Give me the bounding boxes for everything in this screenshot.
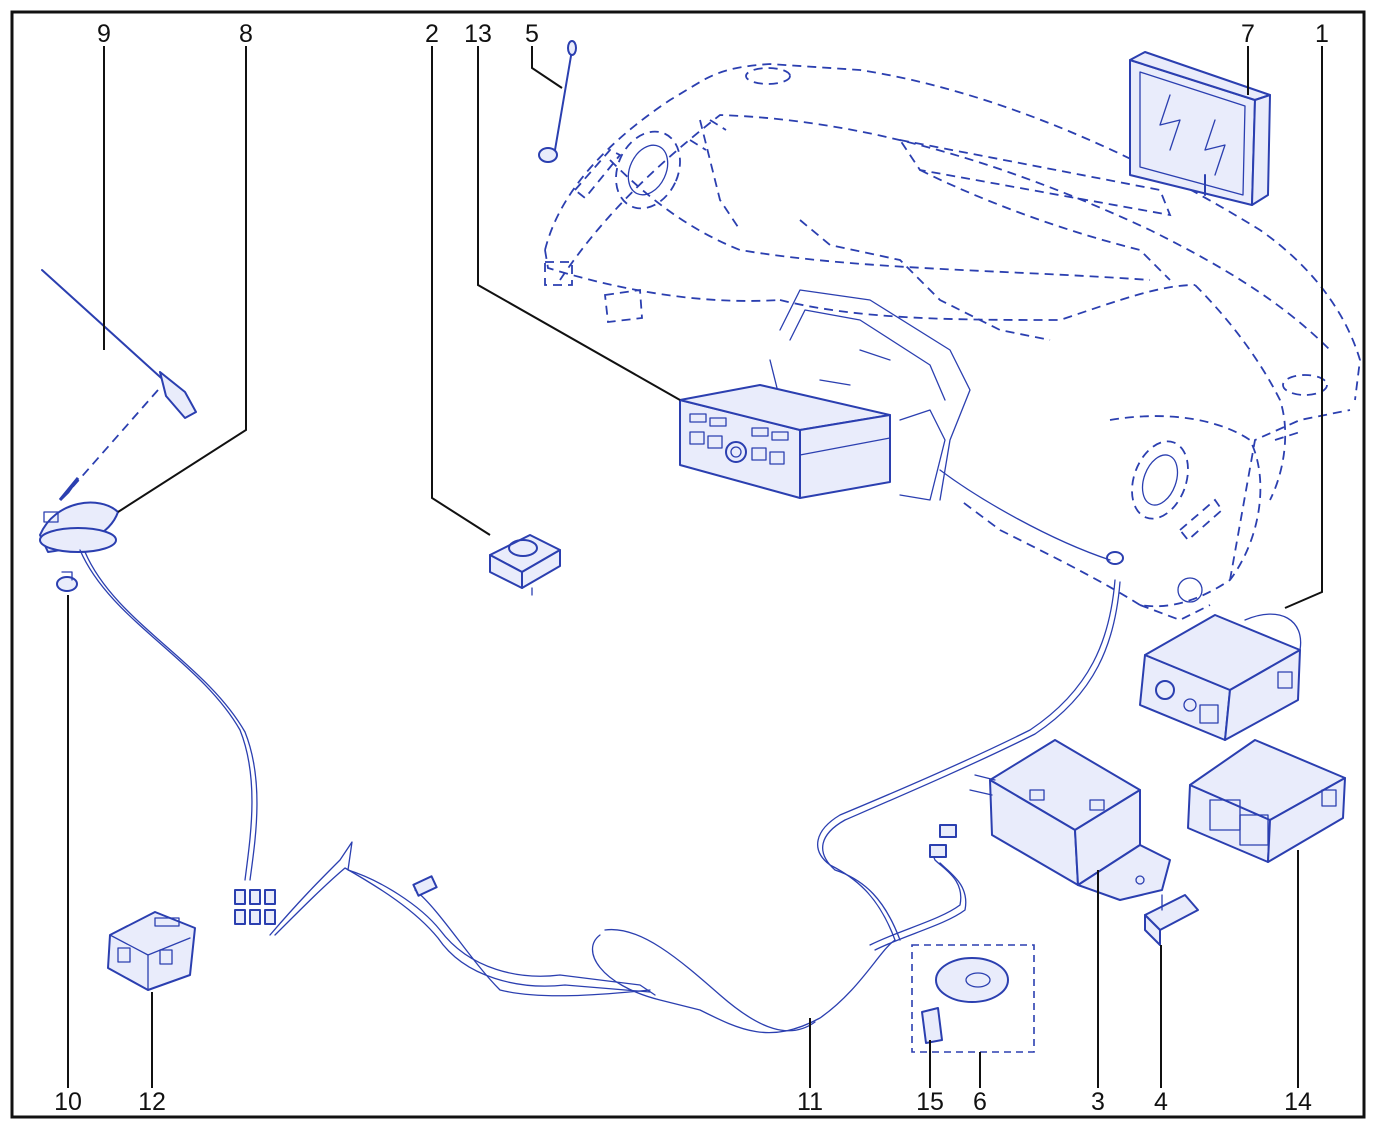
callout-13: 13 [464,20,492,48]
media-kit-box [911,944,1035,1053]
callout-11: 11 [797,1088,823,1116]
antenna-base [39,501,119,553]
antenna-rod [41,269,197,419]
wiring-harness [79,469,1121,1034]
electronic-module [1187,739,1346,863]
callout-1: 1 [1315,20,1329,48]
diagram-frame [10,10,1366,1119]
callout-3: 3 [1091,1088,1105,1116]
callout-5: 5 [525,20,539,48]
antenna-arrow-head [58,477,80,502]
callout-12: 12 [138,1088,166,1116]
control-knob-module [489,534,561,596]
callout-10: 10 [54,1088,82,1116]
sensor-cable [538,40,577,163]
small-bracket [1144,894,1199,946]
cd-disc-icon [935,957,1009,1003]
cd-unit [1139,613,1302,741]
callout-2: 2 [425,20,439,48]
sd-card-icon [921,1007,943,1044]
callout-7: 7 [1241,20,1255,48]
antenna-fit-arrow [69,389,159,491]
antenna-nut [56,571,78,592]
radio-head-unit [679,384,891,499]
dashboard-outline [544,63,1361,621]
callout-6: 6 [973,1088,987,1116]
callout-9: 9 [97,20,111,48]
mounting-bracket [969,739,1171,901]
display-screen [1129,51,1271,206]
media-kit [911,944,1035,1053]
callout-14: 14 [1284,1088,1312,1116]
callout-8: 8 [239,20,253,48]
harness-connector-block [234,889,276,925]
callout-4: 4 [1154,1088,1168,1116]
callout-labels: 9 8 2 13 5 7 1 10 12 11 15 6 3 4 14 [54,20,1329,1116]
callout-15: 15 [916,1088,944,1116]
callout-leader-lines [67,46,1323,1088]
connector-module [107,911,196,991]
